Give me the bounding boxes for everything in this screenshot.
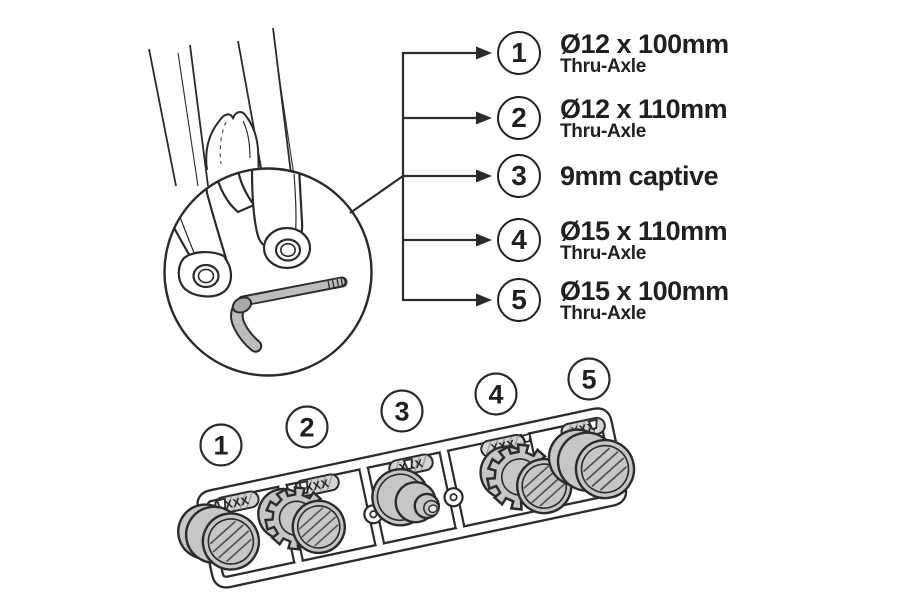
magnifier-backdrop xyxy=(164,168,372,376)
part-number-badge-5 xyxy=(567,357,611,401)
legend-item-2: 2 Ø12 x 110mm Thru-Axle xyxy=(497,93,728,142)
parts-sprue: XXX XXX XXX XXX XXX xyxy=(177,407,636,589)
part-number-badge-1 xyxy=(199,423,243,467)
legend-title: 9mm captive xyxy=(560,161,719,191)
arrowhead-icon xyxy=(476,293,492,307)
legend-number-badge: 2 xyxy=(497,96,541,140)
legend-subtitle: Thru-Axle xyxy=(560,242,646,264)
arrow-row-5 xyxy=(403,293,492,307)
axle-lever-pivot xyxy=(231,296,253,314)
part-number-label: 4 xyxy=(488,380,503,410)
legend-title: Ø15 x 110mm xyxy=(560,215,728,246)
legend-item-3: 3 9mm captive xyxy=(497,153,719,199)
part-number-badge-4 xyxy=(474,372,518,416)
fork-crown-lug xyxy=(205,111,260,177)
arrow-row-2 xyxy=(403,111,492,125)
xxx-tag: XXX xyxy=(224,495,250,512)
thru-axle-icon xyxy=(230,276,348,353)
adapter-part-2 xyxy=(257,480,346,556)
arrowhead-icon xyxy=(476,233,492,247)
arrow-row-3 xyxy=(403,169,492,183)
legend-number-badge: 1 xyxy=(497,31,541,75)
part-number-badge-2 xyxy=(285,405,329,449)
arrow-row-4 xyxy=(403,233,492,247)
xxx-tag: XXX xyxy=(304,478,330,495)
callout-connector xyxy=(349,46,492,307)
legend-number-badge: 3 xyxy=(497,154,541,198)
legend-item-4: 4 Ø15 x 110mm Thru-Axle xyxy=(497,215,728,264)
adapter-part-3 xyxy=(371,468,440,527)
legend-item-5: 5 Ø15 x 100mm Thru-Axle xyxy=(497,277,729,323)
legend-title: Ø12 x 110mm xyxy=(560,93,728,124)
adapter-part-1 xyxy=(177,503,261,571)
magnifier-circle xyxy=(163,167,373,377)
arrowhead-icon xyxy=(476,169,492,183)
part-number-label: 2 xyxy=(299,413,314,443)
legend-subtitle: Thru-Axle xyxy=(560,302,646,324)
legend-number-badge: 5 xyxy=(497,278,541,322)
part-number-badge-3 xyxy=(380,389,424,433)
arrow-row-1 xyxy=(402,46,492,60)
part-number-label: 5 xyxy=(581,365,596,395)
part-number-label: 1 xyxy=(213,431,228,461)
arrowhead-icon xyxy=(476,111,492,125)
legend-subtitle: Thru-Axle xyxy=(560,120,646,142)
legend-item-1: 1 Ø12 x 100mm Thru-Axle xyxy=(497,30,729,76)
axle-thread-marks xyxy=(327,278,344,289)
legend-title: Ø15 x 100mm xyxy=(560,275,729,306)
adapter-part-5 xyxy=(547,428,636,500)
arrowhead-icon xyxy=(476,46,492,60)
legend-title: Ø12 x 100mm xyxy=(560,28,729,59)
sprue-number-badges: 1 2 3 4 5 xyxy=(199,357,611,467)
legend-number-badge: 4 xyxy=(497,218,541,262)
legend-subtitle: Thru-Axle xyxy=(560,55,646,77)
bike-fork-icon xyxy=(148,27,295,187)
part-number-label: 3 xyxy=(394,397,409,427)
